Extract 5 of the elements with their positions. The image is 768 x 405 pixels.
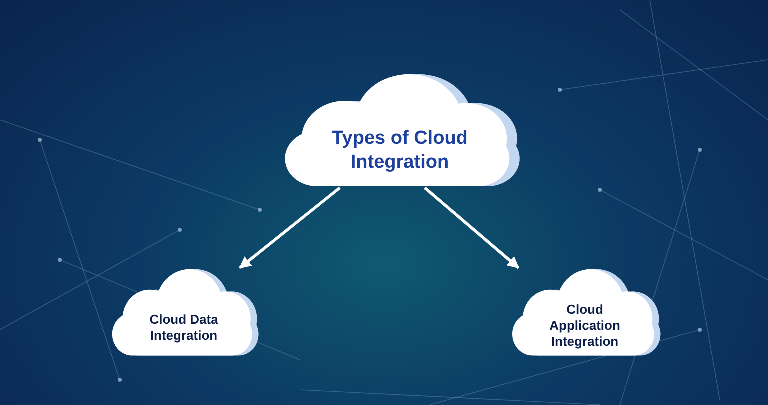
node-label: Types of Cloud Integration (331, 127, 469, 175)
node-label: Cloud Application Integration (548, 302, 622, 350)
node-label: Cloud Data Integration (148, 312, 220, 344)
arrow (424, 186, 520, 270)
arrow (239, 186, 341, 270)
